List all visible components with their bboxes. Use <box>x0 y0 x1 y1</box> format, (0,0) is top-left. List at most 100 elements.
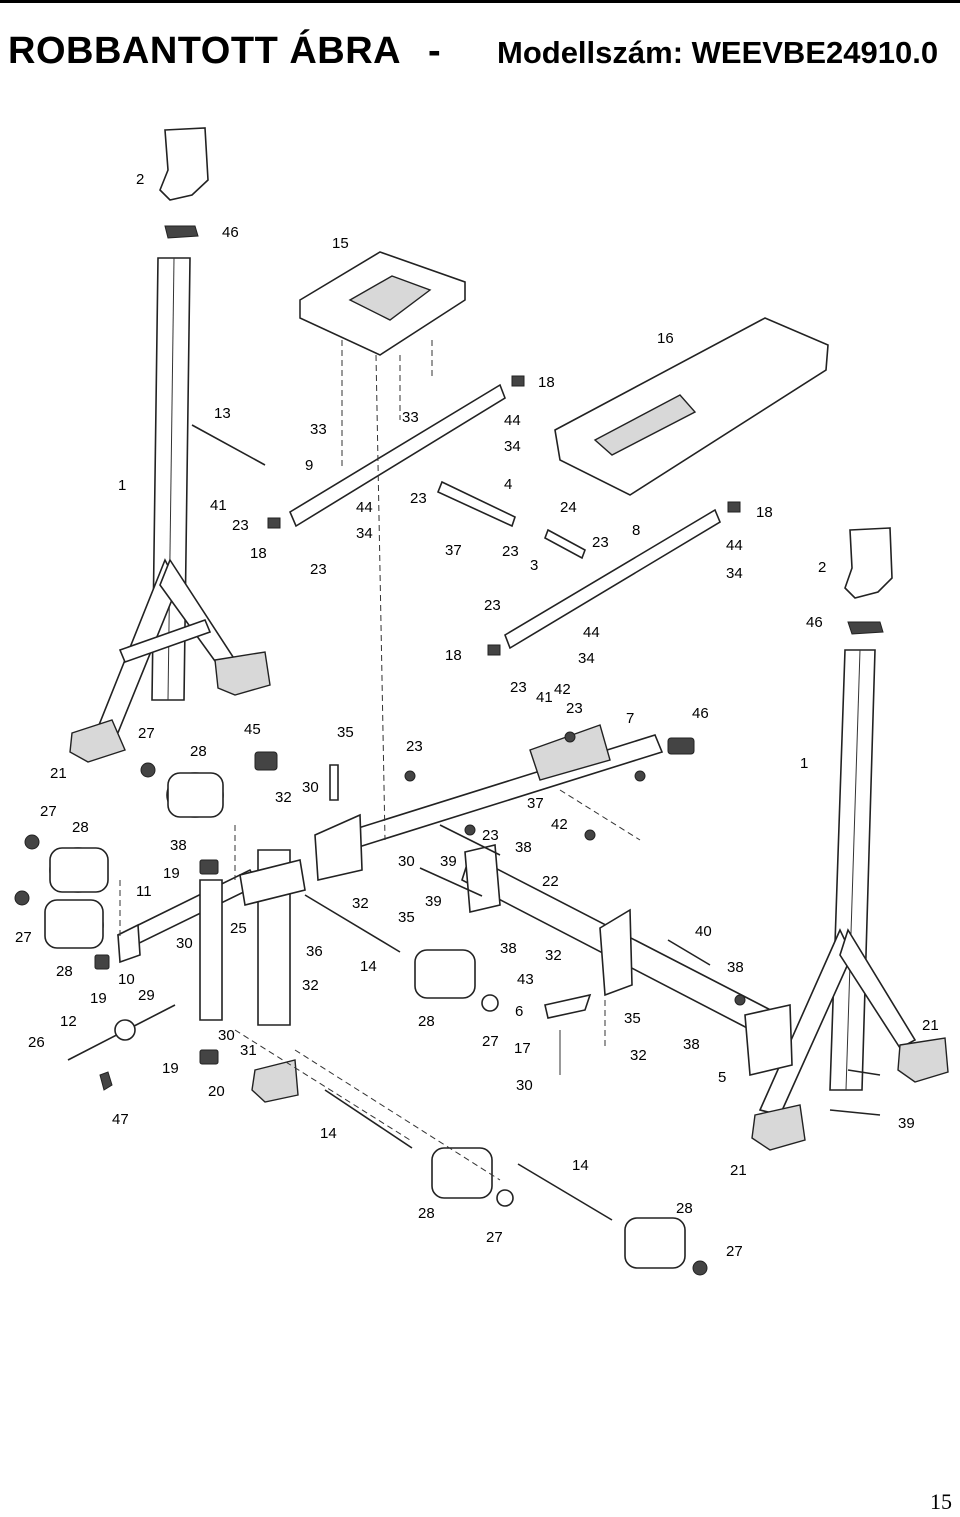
part-callout-14: 14 <box>572 1157 589 1174</box>
part-callout-12: 12 <box>60 1013 77 1030</box>
page-number: 15 <box>930 1489 952 1514</box>
part-callout-32: 32 <box>352 895 369 912</box>
right-upright-post <box>751 649 949 1151</box>
model-number: Modellszám: WEEVBE24910.0 <box>497 35 939 70</box>
part-callout-21: 21 <box>50 765 67 782</box>
part-callout-23: 23 <box>410 490 427 507</box>
part-callout-30: 30 <box>302 779 319 796</box>
part-callout-23: 23 <box>310 561 327 578</box>
part-callout-23: 23 <box>232 517 249 534</box>
part-callout-22: 22 <box>542 873 559 890</box>
part-callout-46: 46 <box>222 224 239 241</box>
part-callout-8: 8 <box>632 522 640 539</box>
part-callout-34: 34 <box>578 650 595 667</box>
part-callout-44: 44 <box>356 499 373 516</box>
part-callout-34: 34 <box>356 525 373 542</box>
part-callout-38: 38 <box>500 940 517 957</box>
part-callout-27: 27 <box>40 803 57 820</box>
left-hook <box>159 127 209 239</box>
part-callout-38: 38 <box>515 839 532 856</box>
part-callout-5: 5 <box>718 1069 726 1086</box>
part-callout-34: 34 <box>504 438 521 455</box>
front-frame <box>116 849 306 1103</box>
right-hook <box>844 527 893 635</box>
pivot-tube <box>436 480 516 528</box>
part-callout-35: 35 <box>398 909 415 926</box>
part-callout-37: 37 <box>445 542 462 559</box>
part-callout-27: 27 <box>138 725 155 742</box>
part-callout-14: 14 <box>360 958 377 975</box>
part-callout-6: 6 <box>515 1003 523 1020</box>
part-callout-9: 9 <box>305 457 313 474</box>
title-separator: - <box>428 30 441 72</box>
part-callout-44: 44 <box>726 537 743 554</box>
part-callout-28: 28 <box>56 963 73 980</box>
part-callout-47: 47 <box>112 1111 129 1128</box>
part-callout-42: 42 <box>554 681 571 698</box>
part-callout-25: 25 <box>230 920 247 937</box>
pivot-pin <box>544 528 586 560</box>
part-callout-14: 14 <box>320 1125 337 1142</box>
part-callout-46: 46 <box>692 705 709 722</box>
part-callout-19: 19 <box>162 1060 179 1077</box>
part-callout-32: 32 <box>302 977 319 994</box>
part-callout-43: 43 <box>517 971 534 988</box>
part-callout-10: 10 <box>118 971 135 988</box>
part-callout-16: 16 <box>657 330 674 347</box>
part-callout-21: 21 <box>730 1162 747 1179</box>
part-callout-20: 20 <box>208 1083 225 1100</box>
part-callout-32: 32 <box>630 1047 647 1064</box>
part-callout-17: 17 <box>514 1040 531 1057</box>
part-callout-39: 39 <box>898 1115 915 1132</box>
part-callout-28: 28 <box>72 819 89 836</box>
roller-tubes <box>67 894 613 1221</box>
part-callout-27: 27 <box>482 1033 499 1050</box>
part-callout-26: 26 <box>28 1034 45 1051</box>
part-callout-38: 38 <box>727 959 744 976</box>
part-callout-39: 39 <box>440 853 457 870</box>
part-callout-23: 23 <box>510 679 527 696</box>
part-callout-41: 41 <box>210 497 227 514</box>
part-callout-23: 23 <box>592 534 609 551</box>
part-callout-3: 3 <box>530 557 538 574</box>
part-callout-35: 35 <box>337 724 354 741</box>
part-callout-44: 44 <box>583 624 600 641</box>
part-callout-39: 39 <box>425 893 442 910</box>
part-callout-28: 28 <box>418 1013 435 1030</box>
part-callout-23: 23 <box>482 827 499 844</box>
part-callout-18: 18 <box>250 545 267 562</box>
part-callout-32: 32 <box>545 947 562 964</box>
part-callout-30: 30 <box>516 1077 533 1094</box>
part-callout-2: 2 <box>136 171 144 188</box>
part-callout-33: 33 <box>310 421 327 438</box>
part-callout-1: 1 <box>118 477 126 494</box>
part-callout-28: 28 <box>676 1200 693 1217</box>
seat-pad <box>299 251 466 356</box>
part-callout-18: 18 <box>538 374 555 391</box>
part-callout-23: 23 <box>566 700 583 717</box>
part-callout-13: 13 <box>214 405 231 422</box>
top-rule <box>0 0 960 3</box>
part-callout-27: 27 <box>486 1229 503 1246</box>
washer-group <box>14 762 708 1276</box>
part-callout-33: 33 <box>402 409 419 426</box>
hardware <box>94 375 881 1116</box>
part-callout-28: 28 <box>190 743 207 760</box>
part-callout-44: 44 <box>504 412 521 429</box>
part-callout-21: 21 <box>922 1017 939 1034</box>
part-callout-30: 30 <box>398 853 415 870</box>
part-callout-46: 46 <box>806 614 823 631</box>
callout-labels: 2461516113333318443494434412318232342437… <box>15 171 939 1260</box>
main-frame <box>314 724 664 881</box>
part-callout-38: 38 <box>170 837 187 854</box>
part-callout-23: 23 <box>406 738 423 755</box>
part-callout-23: 23 <box>502 543 519 560</box>
part-callout-7: 7 <box>626 710 634 727</box>
part-callout-18: 18 <box>756 504 773 521</box>
part-callout-32: 32 <box>275 789 292 806</box>
part-callout-11: 11 <box>136 883 152 900</box>
part-callout-27: 27 <box>15 929 32 946</box>
part-callout-1: 1 <box>800 755 808 772</box>
part-callout-41: 41 <box>536 689 553 706</box>
